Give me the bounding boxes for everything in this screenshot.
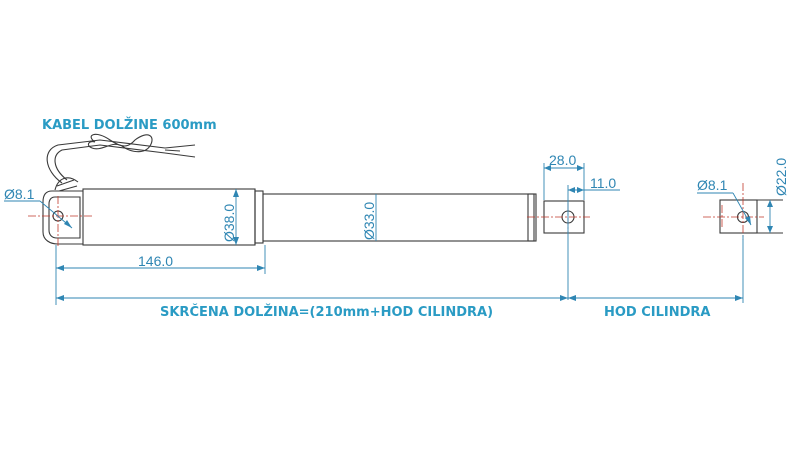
front-hole-dimension: Ø8.1 [697,177,728,193]
dim-overall: SKRČENA DOLŽINA=(210mm+HOD CILINDRA) HOD… [56,295,743,320]
rear-clevis [42,190,83,245]
rod-diameter-dimension: Ø22.0 [773,158,789,196]
rear-hole-dimension: Ø8.1 [4,186,35,202]
motor-diameter-dimension: Ø38.0 [221,204,237,242]
dim-rear-hole: Ø8.1 [4,186,73,229]
rod-end-detail [719,199,783,234]
rod-hole-offset-dimension: 11.0 [590,175,616,191]
dim-tube-diameter: Ø33.0 [361,194,377,241]
dim-motor-length: 146.0 [55,245,266,305]
rod-end-length-dimension: 28.0 [549,152,576,168]
dim-motor-diameter: Ø38.0 [221,189,239,245]
dim-rod-diameter: Ø22.0 [767,158,789,233]
rod-end [543,200,585,234]
dim-front-hole: Ø8.1 [697,177,752,226]
cable [46,133,196,192]
dim-rod-hole-offset: 11.0 [567,175,620,300]
dim-rod-end-length: 28.0 [543,152,585,200]
outer-tube [262,193,537,242]
tube-diameter-dimension: Ø33.0 [361,202,377,240]
motor-length-dimension: 146.0 [138,253,173,269]
retracted-length-label: SKRČENA DOLŽINA=(210mm+HOD CILINDRA) [160,304,493,320]
stroke-label: HOD CILINDRA [604,305,711,320]
centerlines [28,183,764,246]
cable-length-label: KABEL DOLŽINE 600mm [42,117,217,133]
